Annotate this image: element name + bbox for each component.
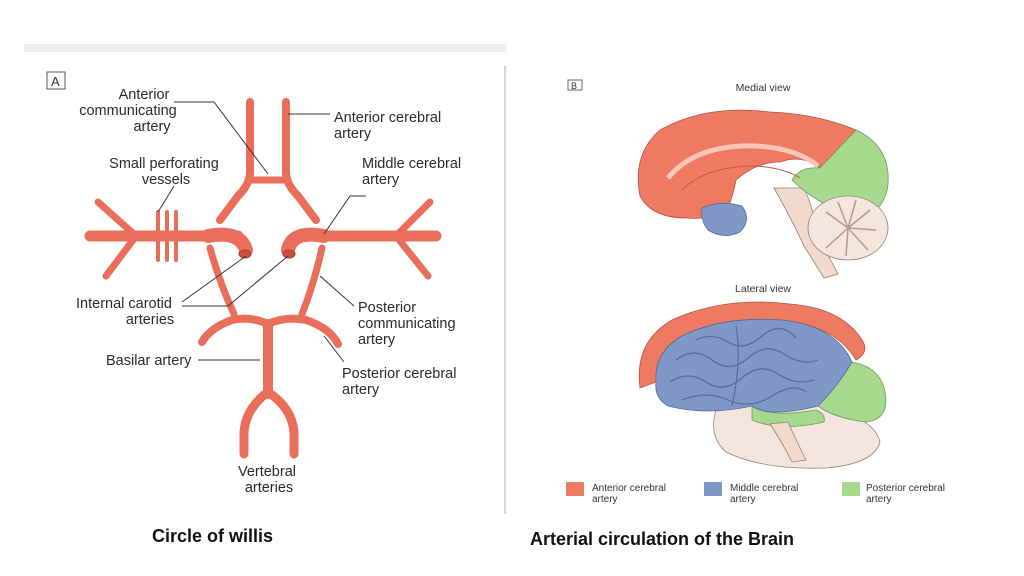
label-basilar-artery: Basilar artery [106, 353, 192, 369]
medial-inner-fold [681, 165, 801, 191]
right-carotid-opening [282, 249, 296, 259]
right-internal-carotid-curve [281, 227, 331, 257]
leader-posterior-communicating [319, 275, 355, 307]
label-posterior-communicating-artery: Posterior communicating artery [358, 300, 460, 348]
leader-middle-cerebral [323, 195, 366, 235]
panel-letter: A [51, 74, 60, 89]
label-anterior-cerebral-artery: Anterior cerebral artery [334, 110, 445, 142]
leader-lines [157, 101, 366, 363]
legend-label-posterior: Posterior cerebral artery [866, 483, 948, 505]
legend-swatch-middle [704, 482, 722, 496]
circle-of-willis-panel: A [24, 44, 506, 514]
leader-perforating [157, 185, 175, 213]
caption-circle-of-willis: Circle of willis [152, 526, 274, 546]
right-anterior-cerebral-artery [282, 98, 320, 224]
lateral-view-brain [638, 301, 887, 469]
brain-arterial-territories-panel: B Medial view Lateral view [556, 70, 976, 525]
medial-view-brain [637, 109, 889, 279]
panel-b-letter-box [567, 79, 583, 91]
lateral-gyri-lines [669, 325, 819, 407]
left-vertebral-artery [239, 387, 273, 459]
medial-view-title: Medial view [736, 82, 791, 94]
leader-posterior-cerebral [323, 335, 345, 363]
label-vertebral-arteries: Vertebral arteries [238, 464, 300, 496]
brain-territory-diagram: B Medial view Lateral view [566, 79, 948, 505]
medial-middle-territory [701, 203, 747, 236]
label-middle-cerebral-artery: Middle cerebral artery [362, 156, 465, 188]
panel-top-border [24, 44, 506, 52]
label-anterior-communicating-artery: Anterior communicating artery [79, 87, 181, 135]
legend-swatch-anterior [566, 482, 584, 496]
label-small-perforating-vessels: Small perforating vessels [109, 156, 223, 188]
right-posterior-cerebral-artery [264, 314, 342, 348]
legend-swatch-posterior [842, 482, 860, 496]
legend-label-middle: Middle cerebral artery [730, 483, 801, 505]
panel-divider [504, 66, 506, 514]
panel-letter-box [46, 71, 66, 90]
label-posterior-cerebral-artery: Posterior cerebral artery [342, 366, 460, 398]
caption-arterial-circulation: Arterial circulation of the Brain [530, 529, 795, 549]
medial-brainstem [773, 187, 839, 279]
label-internal-carotid-arteries: Internal carotid arteries [76, 296, 176, 328]
left-posterior-communicating-artery [206, 244, 238, 318]
medial-corpus-callosum [666, 143, 820, 180]
lateral-middle-territory [655, 318, 853, 413]
left-carotid-opening [238, 249, 252, 259]
right-posterior-communicating-artery [298, 244, 326, 318]
left-internal-carotid-curve [201, 227, 253, 257]
right-mca-branch-upper [392, 198, 434, 240]
leader-internal-carotid-right [182, 255, 289, 307]
left-mca-branch-upper [94, 198, 140, 240]
left-posterior-cerebral-artery [198, 314, 272, 346]
legend-label-anterior: Anterior cerebral artery [592, 483, 669, 505]
panel-b-letter: B [571, 81, 577, 91]
arteries [84, 98, 442, 459]
lateral-brainstem [769, 421, 807, 463]
circle-of-willis-diagram: A [46, 71, 465, 496]
left-mca-branch-lower [102, 232, 140, 280]
left-anterior-cerebral-artery [216, 98, 254, 224]
lateral-view-title: Lateral view [735, 283, 791, 295]
legend: Anterior cerebral artery Middle cerebral… [566, 482, 948, 505]
right-vertebral-artery [263, 387, 299, 459]
leader-anterior-communicating [174, 101, 269, 175]
right-mca-branch-lower [392, 232, 432, 280]
medial-cerebellum-folia [825, 199, 877, 257]
leader-internal-carotid-left [181, 255, 247, 303]
